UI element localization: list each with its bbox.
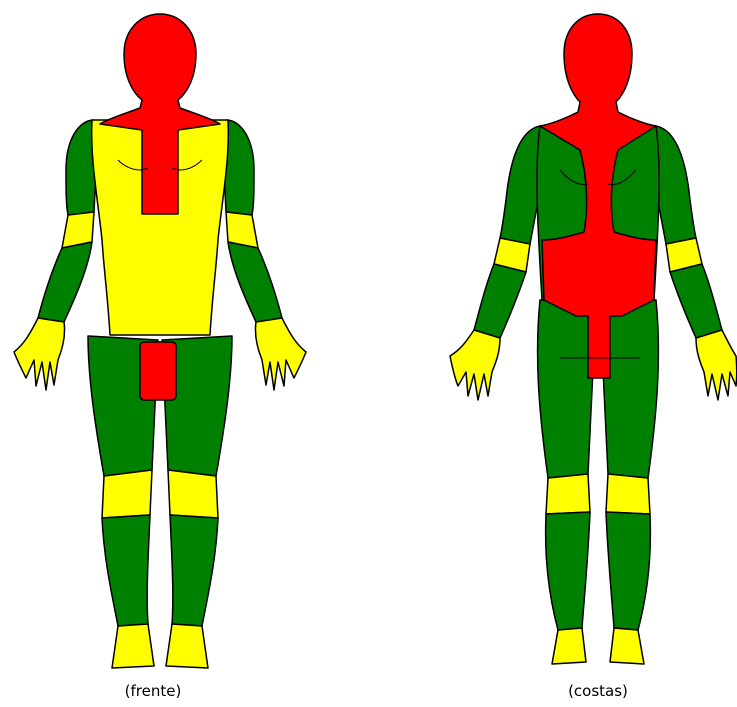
front-right-knee <box>168 470 218 518</box>
front-left-hand <box>14 318 65 390</box>
front-left-foot <box>112 624 154 668</box>
back-left-forearm <box>474 264 526 338</box>
front-right-foot <box>166 624 208 668</box>
front-right-forearm <box>228 242 282 322</box>
back-right-foot <box>610 628 644 664</box>
back-left-knee <box>546 474 590 514</box>
front-right-lower-leg <box>170 515 218 626</box>
front-left-lower-leg <box>102 515 150 626</box>
back-left-leg <box>538 300 596 478</box>
back-right-hand <box>696 330 737 400</box>
back-right-forearm <box>670 264 722 338</box>
back-right-knee <box>606 474 650 514</box>
back-left-upper-arm <box>500 126 542 244</box>
back-right-calf <box>606 512 650 630</box>
back-figure <box>450 14 737 664</box>
front-left-forearm <box>38 242 92 322</box>
back-left-calf <box>546 512 590 630</box>
back-left-foot <box>552 628 586 664</box>
back-left-hand <box>450 330 500 400</box>
front-right-hand <box>255 318 306 390</box>
front-left-knee <box>102 470 152 518</box>
front-figure <box>14 14 306 668</box>
front-view-label: (frente) <box>93 682 213 700</box>
back-view-label: (costas) <box>538 682 658 700</box>
back-right-upper-arm <box>654 126 696 244</box>
front-genital-zone <box>140 342 176 400</box>
